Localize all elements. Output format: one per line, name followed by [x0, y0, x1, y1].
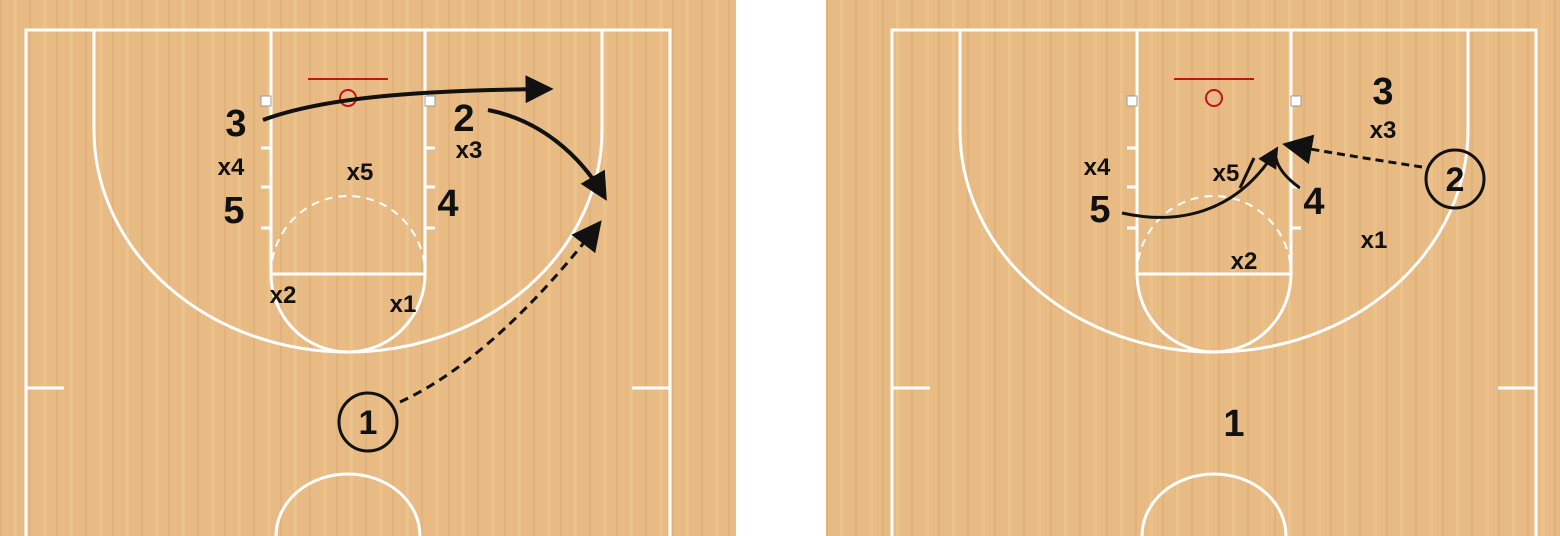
- court-lines: [24, 28, 672, 536]
- court-floor: [0, 0, 736, 536]
- cut-path-3: [262, 75, 554, 122]
- cut-path-5: [1121, 146, 1279, 219]
- offense-player-4: 4: [437, 183, 458, 225]
- screen-mark: [1238, 157, 1256, 189]
- defender-x5: x5: [347, 159, 374, 186]
- defender-x1: x1: [1361, 227, 1388, 254]
- ball-handler-1: 1: [337, 391, 399, 453]
- defender-x1: x1: [390, 291, 417, 318]
- offense-player-4: 4: [1303, 181, 1324, 223]
- screen-path-4: [1274, 157, 1301, 190]
- rim: [1205, 89, 1223, 107]
- block-marks: [260, 95, 436, 107]
- court-floor: [826, 0, 1560, 536]
- ball-handler-label: 1: [359, 404, 378, 442]
- offense-player-3: 3: [1372, 71, 1393, 113]
- offense-player-5: 5: [1089, 189, 1110, 231]
- action-lines: [262, 75, 607, 404]
- offense-player-3: 3: [225, 103, 246, 145]
- action-lines: [1121, 134, 1423, 219]
- offense-player-5: 5: [223, 190, 244, 232]
- defender-x2: x2: [270, 282, 297, 309]
- defender-x5: x5: [1213, 160, 1240, 187]
- offense-player-1: 1: [1223, 403, 1244, 445]
- ball-handler-label: 2: [1446, 161, 1465, 199]
- ball-handler-2: 2: [1424, 148, 1486, 210]
- court-left: 3 2 5 4 x4 x5 x3 x2 x1 1: [0, 0, 736, 536]
- pass-line: [399, 220, 602, 404]
- defender-x3: x3: [456, 137, 483, 164]
- play-diagram-left: 3 2 5 4 x4 x5 x3 x2 x1 1: [0, 0, 736, 536]
- defender-x2: x2: [1231, 248, 1258, 275]
- defender-x4: x4: [218, 154, 245, 181]
- play-diagram-right: 3 5 4 1 x3 x4 x5 x1 x2 2: [826, 0, 1560, 536]
- pass-line: [1282, 134, 1423, 169]
- defender-x4: x4: [1084, 154, 1111, 181]
- offense-player-2: 2: [453, 98, 474, 140]
- court-lines: [890, 28, 1538, 536]
- cut-path-2: [487, 108, 607, 201]
- court-right: 3 5 4 1 x3 x4 x5 x1 x2 2: [826, 0, 1560, 536]
- defender-x3: x3: [1370, 117, 1397, 144]
- block-marks: [1126, 95, 1302, 107]
